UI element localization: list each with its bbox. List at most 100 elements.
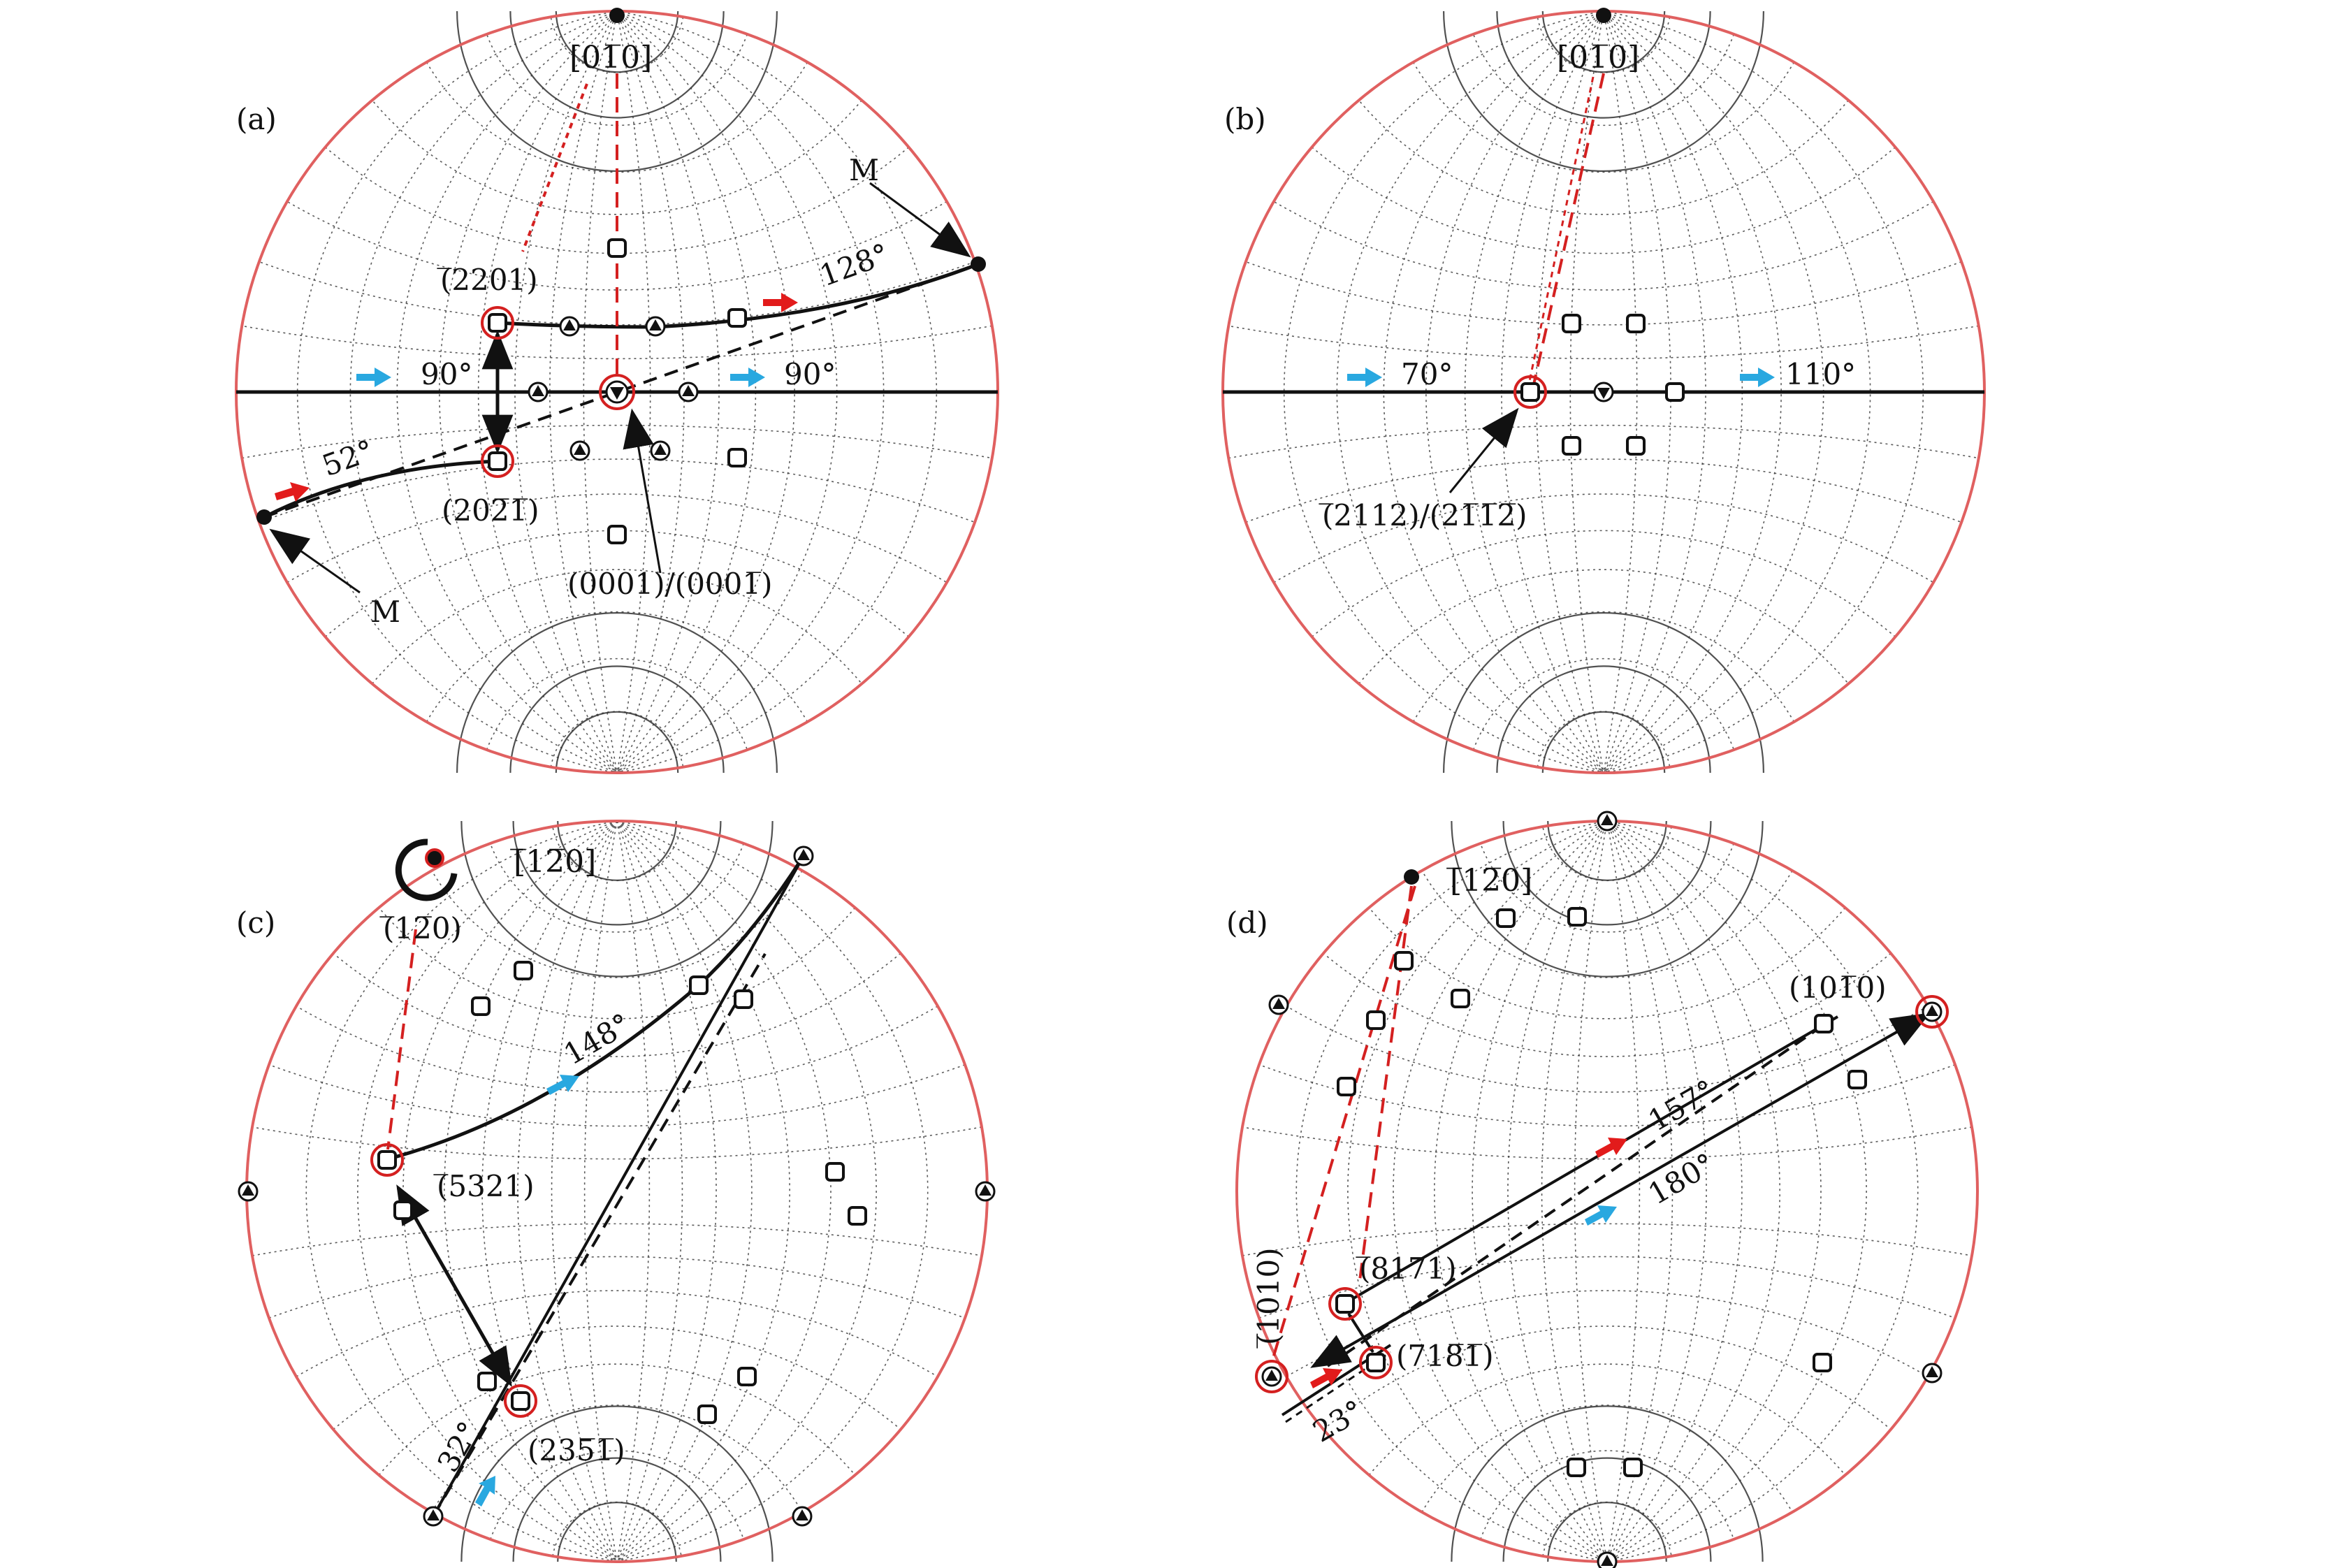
panel-d-p1010r-label: (101̅0)	[1789, 971, 1887, 1005]
net-grid-line	[1311, 530, 1896, 637]
net-grid-line	[509, 665, 725, 774]
net-grid-line	[439, 10, 618, 774]
net-grid-line	[431, 870, 803, 978]
net-grid-line	[512, 820, 722, 926]
net-grid-line	[333, 952, 901, 1057]
panel-a-m-dot-top	[971, 256, 986, 272]
panel-c-red-rings	[370, 1143, 537, 1418]
panel-a-red-arrow-lower	[275, 482, 310, 502]
net-grid-line	[1242, 1126, 1973, 1160]
panel-a-dashed-diagonal	[263, 263, 979, 518]
net-grid-line	[1472, 820, 1608, 1562]
panel-c-great-circle	[384, 855, 806, 1162]
net-grid-line	[1606, 820, 1919, 1562]
panel-a-m-bottom-label: M	[370, 595, 400, 629]
net-grid-line	[1606, 820, 1743, 1562]
panel-d-long-arrow	[1310, 1012, 1931, 1368]
net-grid-line	[1425, 10, 1604, 774]
net-grid-line	[557, 1502, 677, 1562]
net-grid-line	[1547, 820, 1667, 881]
net-grid-line	[1336, 10, 1604, 774]
panel-c-label: (c)	[236, 906, 275, 940]
panel-c-p2351-label: (235̅1̅)	[528, 1433, 625, 1467]
net-grid-line	[1412, 611, 1795, 723]
net-grid-line	[456, 612, 778, 774]
panel-a-great-circle-upper	[497, 262, 979, 329]
panel-b-p2112-label: (̅2112)/(21̅1̅2̅)	[1319, 498, 1527, 532]
net-grid-line	[324, 530, 910, 637]
net-grid-line	[1242, 1223, 1973, 1256]
net-grid-line	[296, 1006, 938, 1093]
net-grid-line	[1273, 201, 1934, 291]
panel-c-solid-diagonal	[432, 855, 805, 1517]
panel-d-red-arrow-upper	[1595, 1138, 1627, 1158]
net-grid-line	[444, 820, 618, 1562]
net-grid-line	[286, 493, 947, 583]
panel-b-red-ring	[1513, 375, 1547, 409]
net-grid-line	[616, 820, 929, 1562]
net-grid-line	[1451, 1405, 1764, 1562]
panel-b-red-dashed-b	[1527, 76, 1595, 385]
net-grid-line	[378, 907, 856, 1019]
panel-d-pole-top-label: [̅12̅0]	[1446, 863, 1532, 899]
panel-c-pole-top-dot	[425, 848, 444, 868]
net-grid-line	[1472, 658, 1735, 750]
net-grid-line	[616, 10, 757, 774]
net-grid-line	[1496, 10, 1711, 119]
net-grid-line	[333, 1326, 901, 1430]
net-grid-line	[296, 1290, 938, 1377]
net-grid-line	[1603, 10, 1743, 774]
panel-a-p2021-label: (202̅1̅)	[442, 493, 539, 528]
net-grid-line	[349, 10, 618, 774]
net-grid-line	[1412, 61, 1795, 173]
net-grid-line	[1603, 10, 1871, 774]
panel-a-red-arrow-upper	[763, 293, 798, 312]
net-grid-line	[1541, 10, 1666, 73]
net-grid-line	[1603, 10, 1782, 774]
panel-a-center-label: (0001)/(0001̅)	[567, 567, 772, 601]
net-grid-line	[242, 325, 992, 360]
panel-a-angle-52: 52°	[318, 433, 379, 484]
net-grid-line	[305, 820, 618, 1562]
panel-c-grid	[252, 820, 982, 1562]
net-grid-line	[1479, 843, 1735, 933]
panel-c-square-poles	[377, 961, 867, 1424]
panel-c-blue-arrow-upper	[546, 1075, 579, 1095]
net-grid-line	[431, 1404, 803, 1513]
panel-b-pole-top-dot	[1596, 8, 1611, 23]
net-grid-line	[1606, 820, 1780, 1562]
panel-a-p2201-label: (̅2201)	[437, 263, 537, 297]
panel-a-blue-arrow-right	[730, 368, 765, 387]
panel-c-blue-arrow-lower	[475, 1476, 495, 1507]
net-grid-line	[1606, 820, 1867, 1562]
net-grid-line	[1368, 907, 1846, 1019]
net-grid-line	[426, 611, 808, 723]
net-grid-line	[512, 1457, 722, 1562]
net-grid-line	[550, 711, 684, 767]
panel-d-grid	[1242, 820, 1973, 1562]
net-grid-line	[372, 569, 862, 685]
net-grid-line	[517, 820, 618, 1562]
net-grid-line	[372, 99, 862, 215]
panel-a-blue-arrow-left	[356, 368, 391, 387]
panel-c-pole-top-label: [̅12̅0]	[510, 844, 596, 880]
net-grid-line	[1273, 493, 1934, 583]
panel-a-m-pointer-top	[869, 182, 971, 258]
panel-a-m-pointer-bottom	[269, 528, 361, 594]
panel-b-blue-arrow-right	[1740, 368, 1775, 387]
net-grid-line	[1502, 1457, 1712, 1562]
panel-c-p5321-label: (̅5321)	[433, 1169, 534, 1203]
net-grid-line	[1421, 870, 1793, 978]
panel-b: (b) [01̅0] 70° 110° (̅2112)/(21̅1̅2̅)	[1221, 8, 1986, 774]
net-grid-line	[616, 820, 832, 1562]
panel-d-p1010l-label: (̅1010)	[1251, 1247, 1286, 1348]
net-grid-line	[616, 820, 717, 1562]
net-grid-line	[1507, 820, 1608, 1562]
panel-a-angle-90-right: 90°	[784, 357, 836, 391]
net-grid-line	[1245, 458, 1962, 523]
panel-a: (a) [01̅0] M 128° (̅2201) 90° 90° 52° (2…	[235, 8, 999, 774]
net-grid-line	[489, 843, 745, 933]
panel-d-red-dashed-b	[1270, 885, 1416, 1363]
net-grid-line	[1295, 820, 1608, 1562]
